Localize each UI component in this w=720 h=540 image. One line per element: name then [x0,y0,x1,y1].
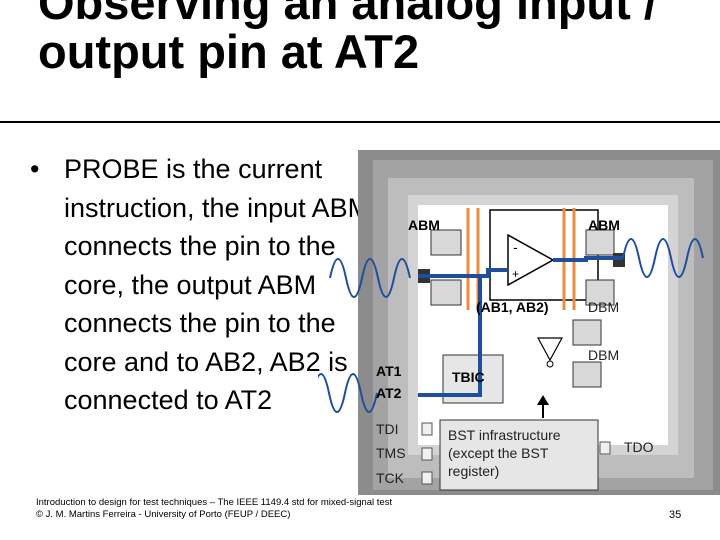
bst-infrastructure-block [439,419,599,491]
output-sine-wave [622,238,704,278]
label-dbm-bottom: DBM [588,347,619,363]
label-tdi: TDI [376,421,399,437]
dbm-cells [572,319,602,388]
label-tck: TCK [376,470,405,486]
label-tdo: TDO [624,439,654,455]
opamp-symbol [507,233,555,287]
label-ab-bus: (AB1, AB2) [476,299,549,315]
label-abm-left: ABM [408,217,440,233]
label-at1: AT1 [376,363,402,379]
boundary-scan-diagram: - + ABM ABM (AB1, AB2) TBIC AT1 AT [318,150,720,495]
label-abm-right: ABM [588,217,620,233]
buffer-symbol [536,337,564,362]
label-at2: AT2 [376,385,402,401]
bullet-marker: • [30,154,40,184]
abm-left-cells [430,229,462,306]
buffer-bubble [546,360,554,368]
label-bst-line2: (except the BST [448,445,549,461]
bullet-text: PROBE is the current instruction, the in… [64,154,371,415]
footer-copyright-line: © J. M. Martins Ferreira - University of… [36,509,291,520]
label-tms: TMS [376,445,406,461]
bullet-item: • PROBE is the current instruction, the … [30,150,380,420]
label-dbm-top: DBM [588,299,619,315]
abm-right-cells [585,229,615,306]
input-sine-wave [329,258,411,298]
footer-course-line: Introduction to design for test techniqu… [36,497,393,508]
bst-arrow [537,395,549,418]
opamp-minus: - [513,239,518,255]
footer: Introduction to design for test techniqu… [36,497,392,521]
title-rule [0,121,720,123]
slide-title: Observing an analog input / output pin a… [38,0,657,78]
label-bst-line1: BST infrastructure [448,427,561,443]
label-tbic: TBIC [452,369,485,385]
at2-sine-wave [318,373,378,413]
jtag-pins [421,422,611,485]
opamp-plus: + [512,267,519,281]
probe-path [418,256,623,397]
page-number: 35 [669,509,682,521]
label-bst-line3: register) [448,463,499,479]
